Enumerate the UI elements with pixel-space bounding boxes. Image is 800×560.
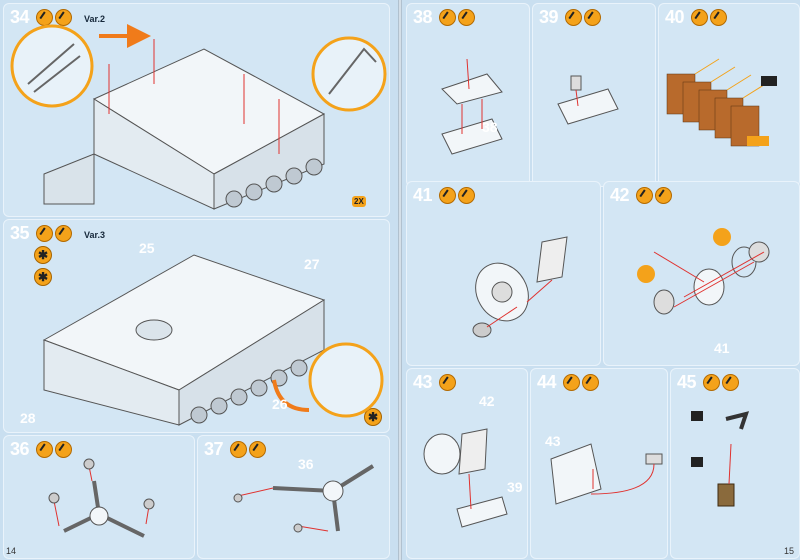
paint-icon bbox=[439, 374, 456, 391]
step-number: 34 bbox=[10, 7, 30, 27]
callout-36: 36 bbox=[298, 456, 314, 472]
glue-icon bbox=[703, 374, 720, 391]
step-45-drawing bbox=[691, 411, 750, 507]
step-39-drawing bbox=[557, 75, 619, 125]
page-number: 14 bbox=[6, 546, 17, 556]
variant-label: Var.3 bbox=[84, 230, 106, 240]
right-page: 38 38 39 40 bbox=[402, 0, 800, 560]
paint-icon bbox=[722, 374, 739, 391]
step-42-drawing bbox=[637, 228, 770, 315]
callout-42: 42 bbox=[479, 393, 495, 409]
callout-39: 39 bbox=[507, 479, 523, 495]
glue-icon bbox=[563, 374, 580, 391]
callout-27: 27 bbox=[304, 256, 320, 272]
paint-icon bbox=[55, 9, 72, 26]
page-fold bbox=[398, 0, 402, 560]
glue-icons bbox=[230, 441, 266, 458]
glue-icons bbox=[439, 9, 475, 26]
step-41-panel: 41 bbox=[406, 181, 601, 366]
step-44-drawing bbox=[550, 443, 663, 505]
paint-icon bbox=[582, 374, 599, 391]
step-42-panel: 42 41 bbox=[603, 181, 800, 366]
step-number: 35 bbox=[10, 223, 30, 243]
step-number: 44 bbox=[537, 372, 557, 392]
step-number: 39 bbox=[539, 7, 559, 27]
step-43-drawing bbox=[423, 428, 508, 528]
step-43-panel: 43 42 39 bbox=[406, 368, 528, 559]
glue-icon bbox=[636, 187, 653, 204]
step-34-panel: 34 Var.2 2X bbox=[3, 3, 390, 217]
step-number: 43 bbox=[413, 372, 433, 392]
paint-icon bbox=[55, 225, 72, 242]
callout-43: 43 bbox=[545, 433, 561, 449]
left-page: 34 Var.2 2X 35 V bbox=[0, 0, 398, 560]
step-38-drawing bbox=[441, 58, 503, 155]
step-36-panel: 36 bbox=[3, 435, 195, 559]
callout-41: 41 bbox=[714, 340, 730, 356]
step-number: 38 bbox=[413, 7, 433, 27]
callout-38: 38 bbox=[482, 119, 498, 135]
glue-icon bbox=[230, 441, 247, 458]
step-37-panel: 37 36 bbox=[197, 435, 390, 559]
step-40-drawing bbox=[666, 58, 777, 147]
step-39-panel: 39 bbox=[532, 3, 656, 187]
paint-icon bbox=[655, 187, 672, 204]
glue-icons bbox=[565, 9, 601, 26]
decal-star-icon: ✱ bbox=[34, 246, 52, 264]
paint-icon bbox=[55, 441, 72, 458]
callout-25: 25 bbox=[139, 240, 155, 256]
glue-icon bbox=[439, 9, 456, 26]
decal-star-icon: ✱ bbox=[364, 408, 382, 426]
step-number: 40 bbox=[665, 7, 685, 27]
multiplier-badge: 2X bbox=[352, 196, 366, 207]
step-38-panel: 38 38 bbox=[406, 3, 530, 187]
callout-26: 26 bbox=[272, 396, 288, 412]
step-35-panel: 35 Var.3 ✱ ✱ ✱ 25 27 26 28 bbox=[3, 219, 390, 433]
paint-icon bbox=[249, 441, 266, 458]
paint-icon bbox=[458, 9, 475, 26]
glue-icons bbox=[36, 441, 72, 458]
variant-label: Var.2 bbox=[84, 14, 106, 24]
step-number: 41 bbox=[413, 185, 433, 205]
callout-28: 28 bbox=[20, 410, 36, 426]
paint-icon bbox=[458, 187, 475, 204]
paint-icon bbox=[584, 9, 601, 26]
step-40-panel: 40 bbox=[658, 3, 800, 187]
decal-star-icon: ✱ bbox=[34, 268, 52, 286]
step-37-drawing bbox=[233, 464, 375, 533]
glue-icons bbox=[36, 225, 72, 242]
step-35-drawing bbox=[42, 254, 384, 426]
glue-icons bbox=[563, 374, 599, 391]
step-number: 36 bbox=[10, 439, 30, 459]
page-number: 15 bbox=[783, 546, 794, 556]
glue-icons bbox=[691, 9, 727, 26]
step-number: 42 bbox=[610, 185, 630, 205]
glue-icon bbox=[439, 187, 456, 204]
step-34-drawing bbox=[10, 24, 387, 210]
glue-icons bbox=[636, 187, 672, 204]
step-36-drawing bbox=[48, 458, 155, 538]
glue-icons bbox=[439, 187, 475, 204]
glue-icon bbox=[36, 441, 53, 458]
glue-icons bbox=[439, 374, 456, 391]
step-45-panel: 45 bbox=[670, 368, 800, 559]
step-41-drawing bbox=[472, 236, 568, 338]
paint-icon bbox=[710, 9, 727, 26]
glue-icon bbox=[691, 9, 708, 26]
glue-icon bbox=[36, 225, 53, 242]
step-number: 37 bbox=[204, 439, 224, 459]
glue-icon bbox=[565, 9, 582, 26]
step-number: 45 bbox=[677, 372, 697, 392]
glue-icons bbox=[703, 374, 739, 391]
step-44-panel: 44 43 bbox=[530, 368, 668, 559]
glue-icons bbox=[36, 9, 72, 26]
